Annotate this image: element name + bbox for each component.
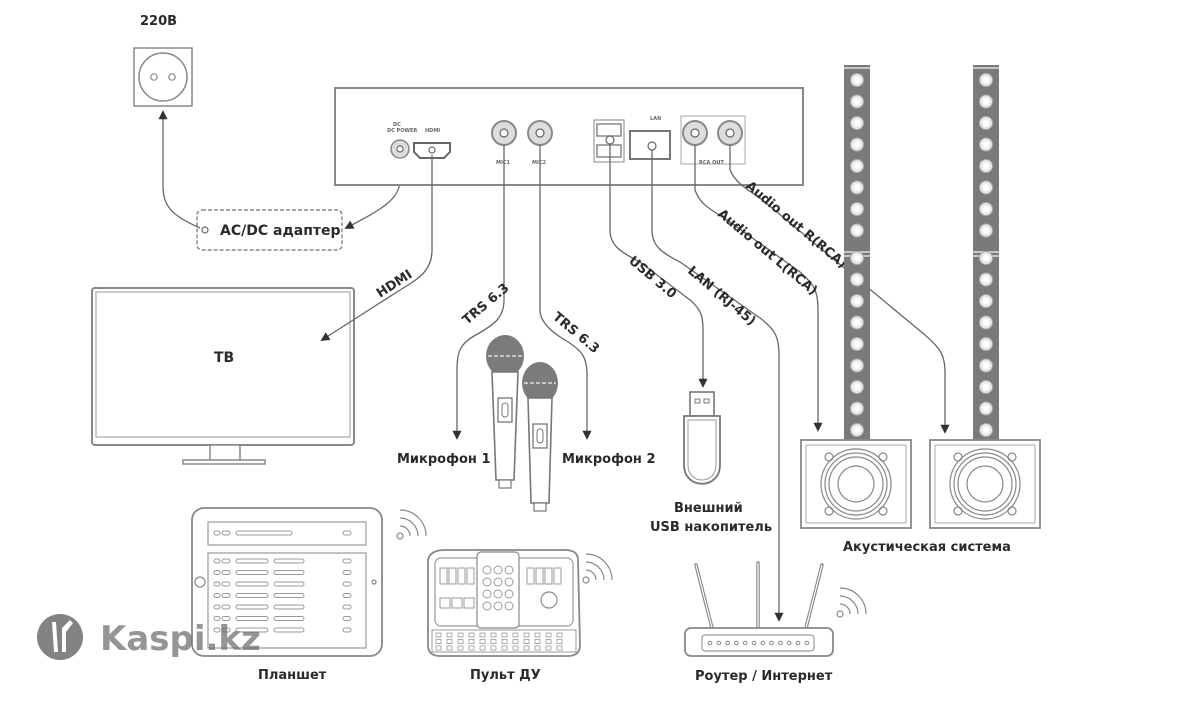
port-label-mic1: MIC1 bbox=[496, 160, 511, 166]
usb-cable-label: USB 3.0 bbox=[625, 254, 679, 302]
speaker-columns bbox=[844, 65, 999, 440]
power-cable bbox=[158, 110, 201, 229]
speaker-right bbox=[929, 439, 1041, 529]
router-led bbox=[769, 640, 774, 646]
router-led bbox=[734, 640, 739, 646]
microphone-2 bbox=[522, 362, 558, 512]
trs-cable-2-label: TRS 6.3 bbox=[549, 310, 601, 357]
tablet-screen-rows bbox=[213, 530, 352, 633]
speaker-left bbox=[800, 439, 912, 529]
microphone-1 bbox=[486, 335, 524, 489]
karaoke-device: DC DC POWER HDMI MIC1 MIC2 LAN RCA OUT bbox=[334, 87, 804, 186]
router-led bbox=[716, 640, 722, 646]
remote-label: Пульт ДУ bbox=[470, 668, 541, 683]
lan-cable bbox=[651, 150, 784, 622]
wifi-icon bbox=[396, 509, 427, 540]
trs-cable-1-label: TRS 6.3 bbox=[460, 281, 512, 328]
speakers-label: Акустическая система bbox=[843, 540, 1011, 555]
wifi-icon bbox=[836, 587, 867, 618]
tv: ТВ bbox=[91, 287, 355, 465]
tv-label: ТВ bbox=[214, 350, 234, 366]
port-label-lan: LAN bbox=[650, 116, 661, 122]
port-label-dc-power: DC POWER bbox=[387, 128, 417, 134]
mic1-label: Микрофон 1 bbox=[397, 452, 491, 467]
usb-stick bbox=[683, 391, 721, 485]
router-led bbox=[778, 640, 783, 646]
remote-control bbox=[427, 549, 581, 657]
router-led bbox=[760, 640, 766, 646]
router-led bbox=[795, 640, 801, 646]
tablet bbox=[191, 507, 383, 657]
usb-label-line2: USB накопитель bbox=[650, 520, 772, 535]
audio-l-cable-label: Audio out L(RCA) bbox=[714, 207, 820, 299]
trs-cable-2 bbox=[539, 145, 592, 440]
router-led bbox=[751, 640, 757, 646]
port-label-rca-out: RCA OUT bbox=[699, 160, 724, 166]
router-led bbox=[804, 640, 810, 646]
mic2-label: Микрофон 2 bbox=[562, 452, 656, 467]
kaspi-logo-icon bbox=[37, 614, 83, 660]
power-socket: 220В bbox=[133, 14, 193, 107]
port-label-hdmi: HDMI bbox=[425, 128, 440, 134]
router-label: Роутер / Интернет bbox=[695, 669, 833, 684]
router-led bbox=[725, 640, 730, 646]
router-led bbox=[742, 640, 748, 646]
lan-cable-label: LAN (RJ-45) bbox=[684, 264, 758, 329]
acdc-adapter: AC/DC адаптер bbox=[196, 209, 343, 251]
audio-r-cable-label: Audio out R(RCA) bbox=[742, 179, 849, 272]
voltage-label: 220В bbox=[140, 14, 177, 29]
trs-cable-1 bbox=[452, 145, 505, 440]
audio-r-cable bbox=[729, 145, 950, 434]
router bbox=[684, 561, 834, 657]
audio-l-cable bbox=[694, 145, 823, 432]
router-led bbox=[786, 640, 792, 646]
hdmi-cable bbox=[320, 155, 433, 341]
usb-label-line1: Внешний bbox=[674, 501, 743, 516]
speaker-column bbox=[844, 65, 870, 440]
kaspi-watermark: Kaspi.kz bbox=[37, 614, 261, 660]
usb-cable bbox=[609, 145, 708, 388]
port-label-dc: DC bbox=[393, 122, 401, 128]
tablet-label: Планшет bbox=[258, 668, 327, 683]
port-label-mic2: MIC2 bbox=[532, 160, 547, 166]
adapter-label: AC/DC адаптер bbox=[220, 223, 341, 239]
remote-keypad bbox=[435, 565, 563, 651]
router-led bbox=[707, 640, 713, 646]
wifi-icon bbox=[582, 553, 613, 584]
speaker-column bbox=[973, 65, 999, 440]
watermark-text: Kaspi.kz bbox=[100, 619, 261, 659]
